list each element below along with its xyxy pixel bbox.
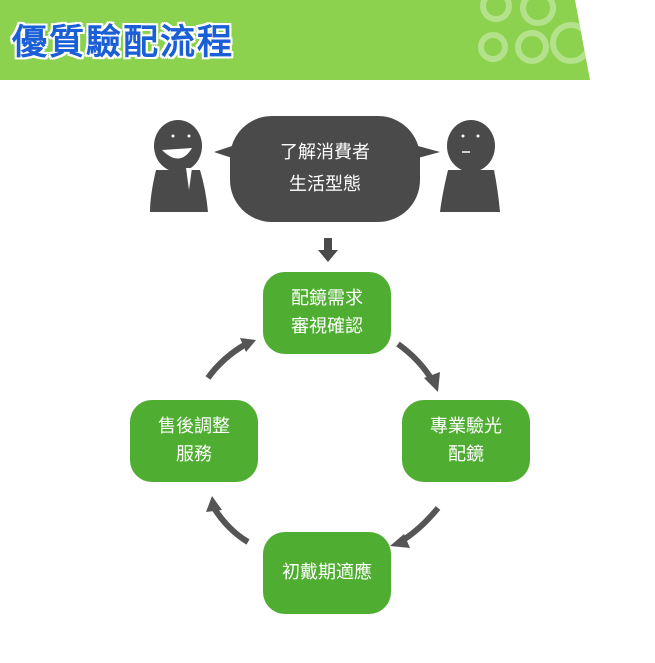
arrowheads xyxy=(206,338,440,548)
step-label: 初戴期適應 xyxy=(282,562,372,583)
cycle-arrow-2 xyxy=(398,506,441,545)
decor-circle xyxy=(478,32,508,62)
step-label: 服務 xyxy=(176,444,212,465)
step-label: 售後調整 xyxy=(158,416,230,437)
decor-circle xyxy=(515,30,549,64)
header-banner xyxy=(0,0,590,80)
step-requirement: 配鏡需求 審視確認 xyxy=(263,272,391,354)
speech-bubble: 了解消費者 生活型態 xyxy=(230,116,420,222)
cycle-arrow-1 xyxy=(396,341,435,382)
step-after-sales: 售後調整 服務 xyxy=(130,400,258,482)
decor-circle xyxy=(520,0,556,26)
cycle-arrow-3 xyxy=(211,506,250,545)
person-right-icon xyxy=(440,120,500,212)
step-adaptation: 初戴期適應 xyxy=(263,532,391,614)
decor-circle xyxy=(480,0,512,22)
page-title: 優質驗配流程 xyxy=(12,23,235,63)
bubble-tail-right xyxy=(418,146,440,158)
step-label: 配鏡需求 xyxy=(291,288,363,309)
cycle-arrow-4 xyxy=(205,341,248,380)
step-label: 專業驗光 xyxy=(430,416,502,437)
step-label: 配鏡 xyxy=(448,444,484,465)
bubble-line: 了解消費者 xyxy=(280,142,370,163)
bubble-tail-left xyxy=(214,146,232,158)
arrow-down-icon xyxy=(318,238,338,262)
person-left-icon xyxy=(150,120,208,212)
step-label: 審視確認 xyxy=(291,316,363,337)
step-optometry: 專業驗光 配鏡 xyxy=(402,400,530,482)
bubble-line: 生活型態 xyxy=(289,174,361,195)
